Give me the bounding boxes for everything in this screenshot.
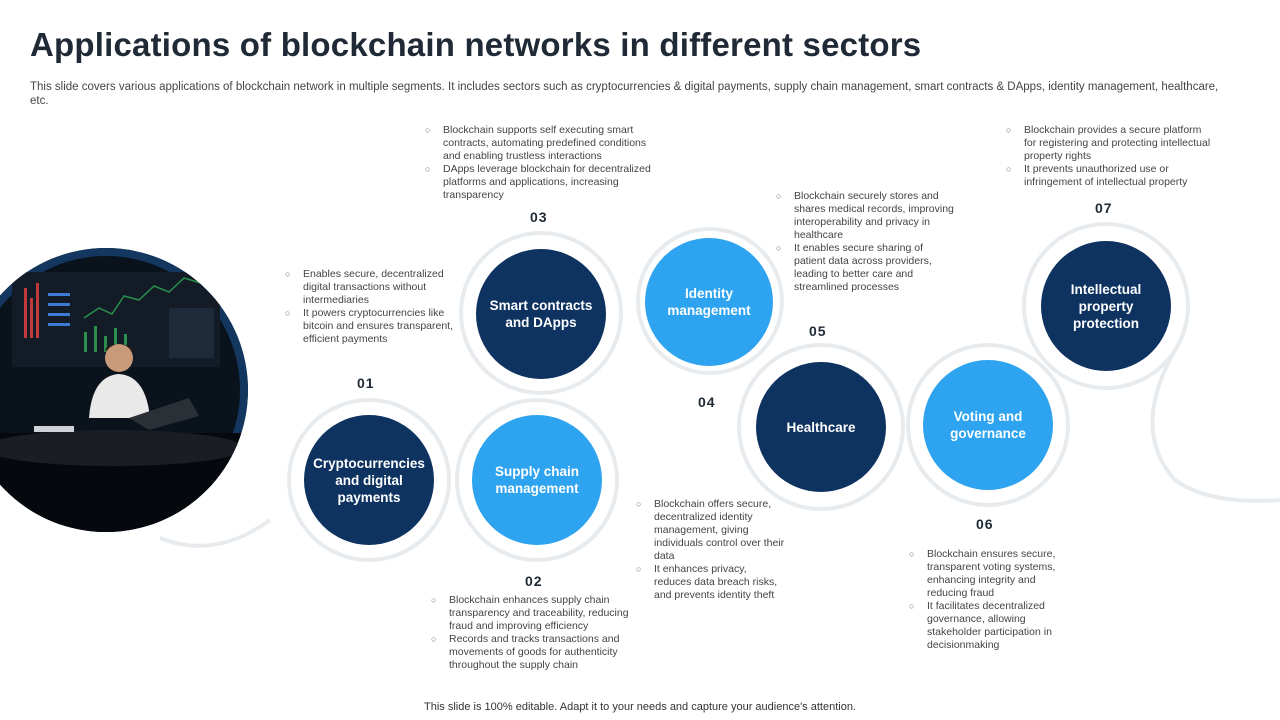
bullet-item: Blockchain supports self executing smart… xyxy=(425,124,657,163)
step-number-06: 06 xyxy=(976,516,994,532)
step-number-07: 07 xyxy=(1095,200,1113,216)
bullets-03: Blockchain supports self executing smart… xyxy=(425,124,657,202)
bullets-04: Blockchain offers secure, decentralized … xyxy=(636,498,786,602)
node-label: Smart contracts and DApps xyxy=(489,298,593,330)
ring-01 xyxy=(287,398,451,562)
bullets-06: Blockchain ensures secure, transparent v… xyxy=(909,548,1069,652)
ring-07 xyxy=(1022,222,1190,390)
bullet-item: It enhances privacy, reduces data breach… xyxy=(636,563,786,602)
step-number-03: 03 xyxy=(530,209,548,225)
connector-end xyxy=(1150,349,1280,503)
step-number-01: 01 xyxy=(357,375,375,391)
bullets-01: Enables secure, decentralized digital tr… xyxy=(285,268,460,346)
node-cryptocurrencies: Cryptocurrencies and digital payments xyxy=(304,415,434,545)
node-label: Supply chain management xyxy=(494,464,579,496)
ring-06 xyxy=(906,343,1070,507)
node-label: Intellectual property protection xyxy=(1070,281,1142,331)
step-number-02: 02 xyxy=(525,573,543,589)
bullets-07: Blockchain provides a secure platform fo… xyxy=(1006,124,1216,189)
bullet-item: It prevents unauthorized use or infringe… xyxy=(1006,163,1216,189)
ring-03 xyxy=(459,231,623,395)
node-identity-management: Identity management xyxy=(645,238,773,366)
node-voting-governance: Voting and governance xyxy=(923,360,1053,490)
bullet-item: Records and tracks transactions and move… xyxy=(431,633,641,672)
bullet-item: It enables secure sharing of patient dat… xyxy=(776,242,954,294)
bullet-item: Blockchain enhances supply chain transpa… xyxy=(431,594,641,633)
bullet-item: Blockchain securely stores and shares me… xyxy=(776,190,954,242)
bullet-item: Blockchain offers secure, decentralized … xyxy=(636,498,786,563)
node-intellectual-property: Intellectual property protection xyxy=(1041,241,1171,371)
step-number-05: 05 xyxy=(809,323,827,339)
ring-05 xyxy=(737,343,905,511)
bullets-02: Blockchain enhances supply chain transpa… xyxy=(431,594,641,672)
ring-04 xyxy=(636,227,784,375)
bullet-item: DApps leverage blockchain for decentrali… xyxy=(425,163,657,202)
page-subtitle: This slide covers various applications o… xyxy=(30,81,1219,107)
node-supply-chain: Supply chain management xyxy=(472,415,602,545)
node-label: Voting and governance xyxy=(950,409,1026,441)
node-label: Identity management xyxy=(667,286,751,318)
page-title: Applications of blockchain networks in d… xyxy=(30,26,922,63)
bullet-item: It powers cryptocurrencies like bitcoin … xyxy=(285,307,460,346)
bullets-05: Blockchain securely stores and shares me… xyxy=(776,190,954,294)
bullet-item: It facilitates decentralized governance,… xyxy=(909,600,1069,652)
footer-note: This slide is 100% editable. Adapt it to… xyxy=(424,701,856,713)
node-label: Healthcare xyxy=(786,419,856,435)
bullet-item: Blockchain provides a secure platform fo… xyxy=(1006,124,1216,163)
ring-02 xyxy=(455,398,619,562)
bullet-item: Blockchain ensures secure, transparent v… xyxy=(909,548,1069,600)
connector-start xyxy=(159,518,272,548)
node-healthcare: Healthcare xyxy=(756,362,886,492)
step-number-04: 04 xyxy=(698,394,716,410)
node-smart-contracts: Smart contracts and DApps xyxy=(476,249,606,379)
node-label: Cryptocurrencies and digital payments xyxy=(313,455,425,505)
bullet-item: Enables secure, decentralized digital tr… xyxy=(285,268,460,307)
